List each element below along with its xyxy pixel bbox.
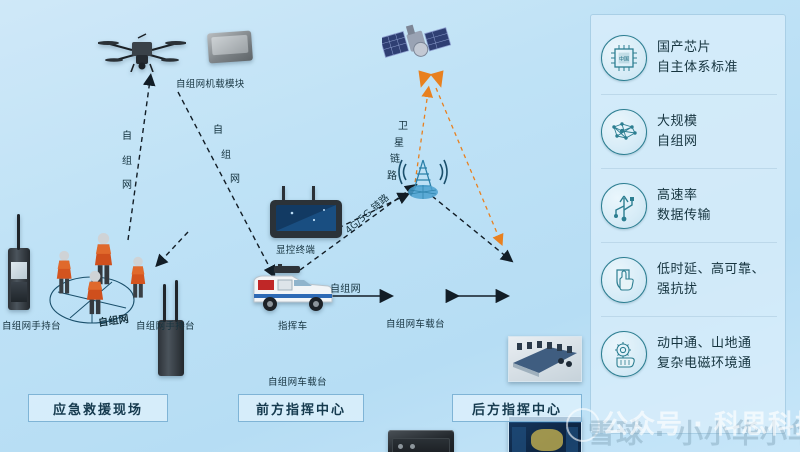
handheld-right-label: 自组网手持台 bbox=[136, 321, 195, 332]
satellite bbox=[379, 18, 454, 76]
zone-chip-rear-command[interactable]: 后方指挥中心 bbox=[452, 394, 582, 422]
feature-reliability-line2: 强抗扰 bbox=[657, 281, 698, 297]
feature-item-speed[interactable]: 高速率 数据传输 bbox=[601, 168, 777, 242]
shield-hand-icon bbox=[601, 256, 647, 303]
link-label-mesh-mid: 自组网 bbox=[330, 284, 361, 295]
display-terminal-label: 显控终端 bbox=[276, 245, 316, 256]
watermark-primary: 公众号 · 科思科技 bbox=[602, 410, 800, 440]
feature-mesh-line2: 自组网 bbox=[657, 133, 698, 149]
link-label-mesh-right: 自 组 网 bbox=[196, 125, 240, 186]
feature-text-mesh: 大规模 自组网 bbox=[657, 112, 698, 151]
watermark-logo bbox=[566, 408, 600, 442]
feature-item-mesh[interactable]: 大规模 自组网 bbox=[601, 94, 777, 168]
zone-label-rescue-site: 应急救援现场 bbox=[52, 402, 143, 418]
radio-tower bbox=[396, 150, 450, 204]
feature-reliability-line1: 低时延、高可靠、 bbox=[657, 262, 766, 277]
command-vehicle-label: 指挥车 bbox=[278, 321, 308, 332]
zone-label-rear-command: 后方指挥中心 bbox=[471, 402, 562, 418]
handheld-left-label: 自组网手持台 bbox=[2, 321, 61, 332]
chip-icon-text: 中国 bbox=[619, 55, 629, 62]
command-center-console bbox=[508, 336, 582, 382]
feature-item-reliability[interactable]: 低时延、高可靠、 强抗扰 bbox=[601, 242, 777, 316]
feature-mobility-line2: 复杂电磁环境通 bbox=[657, 355, 752, 371]
mesh-right-ch2: 组 bbox=[221, 149, 231, 161]
link-label-cellular: 4G/5G 链路 bbox=[343, 192, 392, 237]
feature-text-reliability: 低时延、高可靠、 强抗扰 bbox=[657, 260, 765, 299]
mesh-left-ch2: 组 bbox=[122, 155, 132, 167]
sat-ch4: 路 bbox=[387, 170, 397, 182]
feature-speed-line2: 数据传输 bbox=[657, 207, 712, 223]
link-label-satellite: 卫 星 链 路 bbox=[387, 121, 408, 182]
mesh-left-ch3: 网 bbox=[122, 180, 132, 191]
mesh-circle-label: 自组网 bbox=[97, 313, 130, 330]
airborne-module-label: 自组网机载模块 bbox=[176, 79, 245, 90]
command-vehicle bbox=[248, 263, 336, 316]
mesh-left-ch1: 自 bbox=[122, 131, 132, 142]
zone-label-forward-command: 前方指挥中心 bbox=[255, 402, 346, 418]
zone-chip-rescue-site[interactable]: 应急救援现场 bbox=[28, 394, 168, 422]
feature-text-speed: 高速率 数据传输 bbox=[657, 186, 711, 225]
feature-chip-line2: 自主体系标准 bbox=[657, 59, 739, 75]
mesh-right-ch1: 自 bbox=[213, 125, 223, 136]
feature-panel: 中国 国产芯片 自主体系标准 bbox=[590, 14, 786, 434]
zone-chip-forward-command[interactable]: 前方指挥中心 bbox=[238, 394, 364, 422]
feature-text-chip: 国产芯片 自主体系标准 bbox=[657, 38, 738, 77]
mesh-network-icon bbox=[601, 108, 647, 155]
sat-ch1: 卫 bbox=[398, 121, 408, 132]
vehicle-station-bottom-label: 自组网车载台 bbox=[268, 377, 327, 388]
display-terminal bbox=[268, 186, 344, 238]
sat-ch3: 链 bbox=[390, 154, 400, 165]
responder-group bbox=[48, 232, 168, 318]
drone bbox=[97, 22, 187, 73]
feature-mesh-line1: 大规模 bbox=[657, 114, 698, 129]
feature-mobility-line1: 动中通、山地通 bbox=[657, 336, 752, 351]
vehicle-station-right-label: 自组网车载台 bbox=[386, 319, 445, 330]
feature-chip-line1: 国产芯片 bbox=[657, 40, 712, 55]
feature-speed-line1: 高速率 bbox=[657, 188, 698, 203]
feature-item-mobility[interactable]: 动中通、山地通 复杂电磁环境通 bbox=[601, 316, 777, 390]
vehicle-station-right bbox=[388, 430, 454, 452]
gear-hand-icon bbox=[601, 330, 647, 377]
mesh-right-ch3: 网 bbox=[230, 174, 240, 185]
chip-icon: 中国 bbox=[601, 34, 647, 81]
airborne-module bbox=[207, 30, 253, 64]
watermark-secondary: 雪球 · 小小华小华 bbox=[588, 419, 800, 450]
link-label-mesh-left: 自 组 网 bbox=[122, 131, 132, 192]
feature-text-mobility: 动中通、山地通 复杂电磁环境通 bbox=[657, 334, 752, 373]
feature-item-chip[interactable]: 中国 国产芯片 自主体系标准 bbox=[601, 21, 777, 94]
usb-transfer-icon bbox=[601, 182, 647, 229]
sat-ch2: 星 bbox=[394, 137, 404, 149]
handheld-radio-left bbox=[8, 214, 30, 310]
handheld-radio-right bbox=[158, 280, 184, 376]
